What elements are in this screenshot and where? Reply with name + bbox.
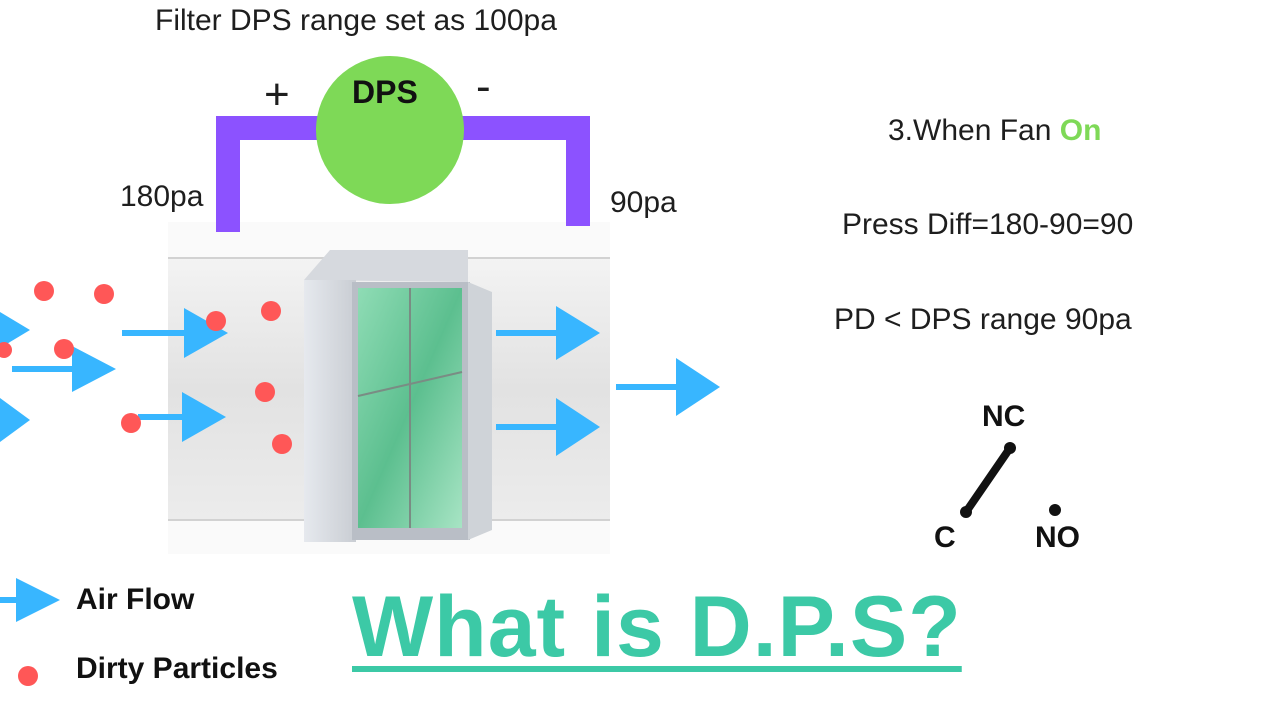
switch-nc-label: NC — [982, 400, 1026, 433]
fan-state: On — [1059, 114, 1102, 147]
legend-air-flow-icon — [0, 578, 60, 622]
low-pressure-label: 90pa — [610, 186, 677, 219]
particle — [121, 413, 141, 433]
top-caption: Filter DPS range set as 100pa — [155, 4, 557, 37]
airflow-arrow-icon — [496, 306, 600, 360]
range-comparison: PD < DPS range 90pa — [834, 303, 1132, 336]
legend-air-flow-label: Air Flow — [76, 583, 195, 616]
particle — [34, 281, 54, 301]
particle — [272, 434, 292, 454]
airflow-arrow-icon — [12, 346, 116, 392]
high-pressure-label: 180pa — [120, 180, 204, 213]
switch-c-contact — [960, 506, 972, 518]
airflow-arrow-icon — [0, 312, 30, 348]
particle — [261, 301, 281, 321]
switch-no-label: NO — [1035, 521, 1080, 554]
plus-port-label: + — [264, 70, 290, 119]
main-heading: What is D.P.S? — [352, 579, 962, 675]
dps-pressure-pipes — [216, 116, 590, 232]
legend-dirty-particles-label: Dirty Particles — [76, 652, 278, 685]
step-title: 3.When Fan On — [888, 114, 1101, 148]
dps-label: DPS — [352, 74, 418, 110]
switch-symbol — [960, 442, 1061, 518]
particle — [255, 382, 275, 402]
air-flow-arrows — [0, 306, 720, 456]
airflow-arrow-icon — [496, 398, 600, 456]
legend-particle-icon — [18, 666, 38, 686]
switch-nc-contact — [1004, 442, 1016, 454]
particle — [0, 342, 12, 358]
air-filter — [304, 250, 492, 542]
dirty-particles — [0, 281, 292, 454]
particle — [206, 311, 226, 331]
dps-sensor-circle — [316, 56, 464, 204]
switch-no-contact — [1049, 504, 1061, 516]
airflow-arrow-icon — [138, 392, 226, 442]
airflow-arrow-icon — [0, 398, 30, 442]
particle — [94, 284, 114, 304]
pressure-difference: Press Diff=180-90=90 — [842, 208, 1134, 241]
minus-port-label: - — [476, 62, 491, 111]
airflow-arrow-icon — [616, 358, 720, 416]
particle — [54, 339, 74, 359]
step-prefix: 3.When Fan — [888, 114, 1060, 147]
switch-c-label: C — [934, 521, 956, 554]
airflow-arrow-icon — [122, 308, 228, 358]
